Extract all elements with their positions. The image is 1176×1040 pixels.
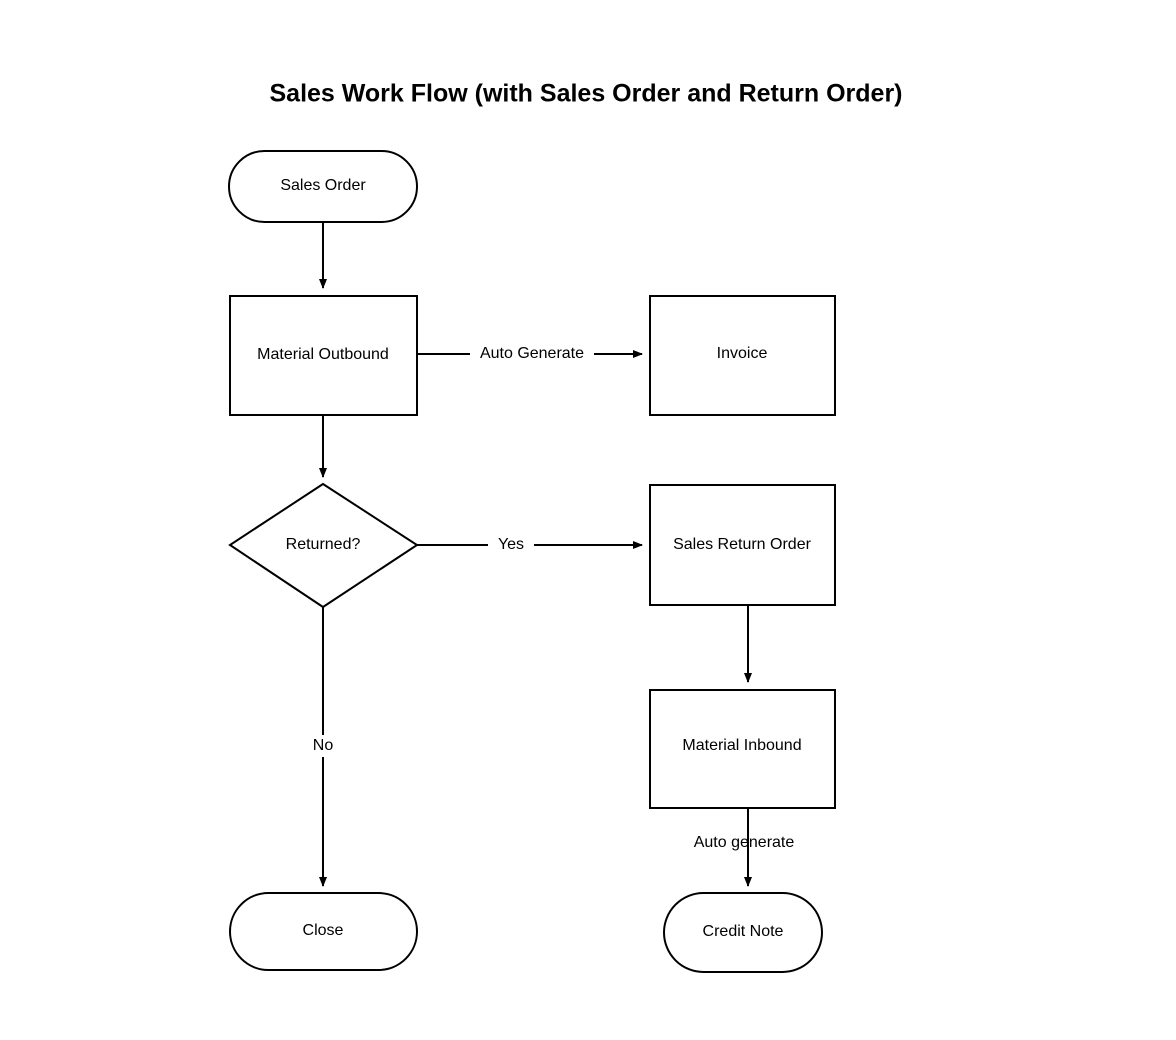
node-material-outbound[interactable]: Material Outbound (229, 295, 418, 416)
node-label-credit-note: Credit Note (703, 923, 784, 940)
node-label-returned: Returned? (286, 536, 361, 553)
edge-label-auto-generate: Auto Generate (480, 345, 584, 362)
edge-material-inbound-to-credit-note: Auto generate (694, 808, 795, 887)
page-title: Sales Work Flow (with Sales Order and Re… (269, 80, 902, 108)
node-label-material-outbound: Material Outbound (257, 346, 389, 363)
node-close[interactable]: Close (229, 892, 418, 971)
node-label-material-inbound: Material Inbound (682, 737, 801, 754)
node-returned-decision[interactable]: Returned? (228, 482, 419, 609)
edge-material-outbound-to-invoice: Auto Generate (417, 343, 643, 365)
node-label-sales-order: Sales Order (280, 177, 366, 194)
node-sales-return-order[interactable]: Sales Return Order (649, 484, 836, 606)
edge-label-no: No (313, 737, 334, 754)
edge-label-yes: Yes (498, 536, 524, 553)
node-label-invoice: Invoice (717, 345, 768, 362)
node-credit-note[interactable]: Credit Note (663, 892, 823, 973)
node-label-sales-return-order: Sales Return Order (673, 536, 812, 553)
node-invoice[interactable]: Invoice (649, 295, 836, 416)
node-sales-order[interactable]: Sales Order (228, 150, 418, 223)
edge-label-auto-generate-lower: Auto generate (694, 834, 795, 851)
edge-returned-to-sales-return-order: Yes (417, 534, 643, 556)
node-label-close: Close (303, 922, 344, 939)
edge-returned-to-close: No (303, 607, 343, 887)
node-material-inbound[interactable]: Material Inbound (649, 689, 836, 809)
